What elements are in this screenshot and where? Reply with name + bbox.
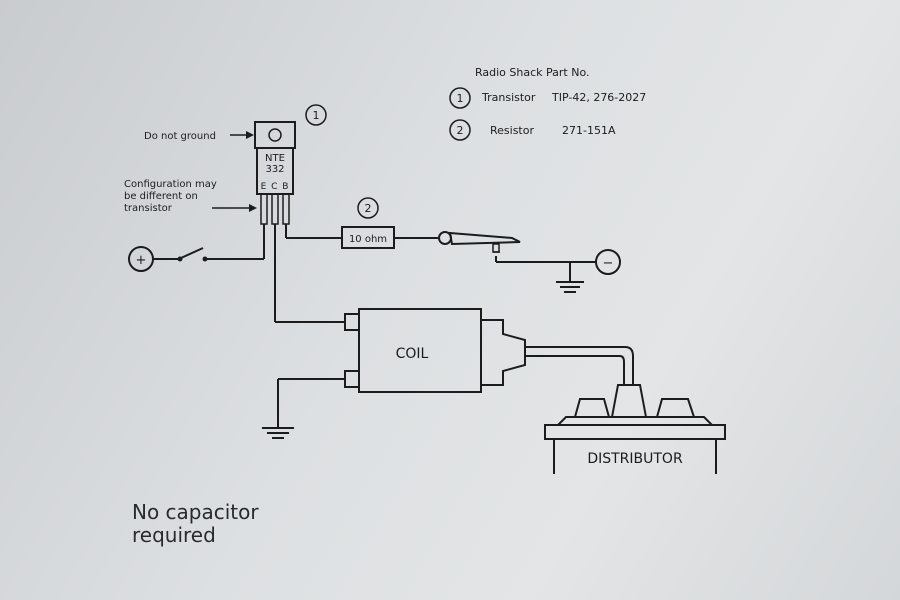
config-note-line2: be different on [124, 191, 198, 202]
transistor-callout-circle [305, 104, 327, 126]
no-capacitor-line1: No capacitor [132, 500, 259, 524]
legend-callout-2-number: 2 [457, 124, 464, 137]
parts-legend: Radio Shack Part No. 1 Transistor TIP-42… [449, 66, 646, 141]
coil-body [358, 308, 482, 393]
transistor-pin-c [271, 193, 279, 225]
coil-ht-lead-inner [525, 355, 625, 385]
coil-label: COIL [396, 346, 429, 362]
config-note-line3: transistor [124, 203, 173, 214]
annotations: Do not ground Configuration may be diffe… [124, 131, 257, 214]
resistor-callout-number: 2 [365, 202, 372, 215]
transistor-pin-b [282, 193, 290, 225]
distributor-post-right [656, 398, 695, 418]
distributor-label: DISTRIBUTOR [587, 451, 683, 467]
switch-lever [180, 247, 204, 259]
distributor-post-center [611, 384, 647, 418]
no-capacitor-line2: required [132, 523, 216, 547]
positive-terminal-symbol: + [136, 253, 147, 268]
transistor-pin-labels: E C B [261, 182, 290, 192]
legend-item-1-name: Transistor [481, 91, 536, 104]
switch-contact-right [202, 256, 208, 262]
transistor-label-line2: 332 [265, 164, 284, 175]
do-not-ground-arrowhead [246, 131, 254, 139]
transistor-mounting-hole [268, 128, 282, 142]
coil-tower [481, 319, 526, 386]
legend-title: Radio Shack Part No. [475, 66, 590, 79]
config-note-arrowhead [249, 204, 257, 212]
transistor-label-line1: NTE [265, 153, 285, 164]
coil-assembly: COIL [262, 224, 634, 439]
legend-item-2-name: Resistor [490, 124, 534, 137]
distributor-post-left [574, 398, 610, 418]
positive-supply: + [128, 224, 265, 272]
do-not-ground-note: Do not ground [144, 131, 216, 142]
negative-terminal-symbol: − [603, 256, 614, 271]
capacitor-note: No capacitor required [132, 500, 259, 547]
transistor-tab [254, 121, 296, 149]
config-note-line1: Configuration may [124, 179, 217, 190]
resistor-branch: 2 10 ohm − [285, 197, 621, 293]
legend-callout-2-circle [449, 119, 471, 141]
transistor-callout-number: 1 [313, 109, 320, 122]
legend-callout-1-circle [449, 87, 471, 109]
resistor-callout-circle [357, 197, 379, 219]
negative-terminal [595, 249, 621, 275]
resistor-value: 10 ohm [349, 234, 387, 245]
coil-terminal-bottom [344, 370, 360, 388]
coil-ht-lead-outer [525, 346, 634, 385]
legend-callout-1-number: 1 [457, 92, 464, 105]
distributor-cap-top [555, 416, 715, 426]
breaker-points-contact [492, 243, 500, 253]
transistor-pin-e [260, 193, 268, 225]
transistor: 1 NTE 332 E C B [254, 104, 327, 225]
coil-terminal-top [344, 313, 360, 331]
legend-item-2-part: 271-151A [562, 124, 616, 137]
breaker-points-arm [448, 231, 521, 246]
distributor: DISTRIBUTOR [544, 384, 726, 474]
distributor-cap-rim [544, 424, 726, 440]
legend-item-1-part: TIP-42, 276-2027 [551, 91, 646, 104]
